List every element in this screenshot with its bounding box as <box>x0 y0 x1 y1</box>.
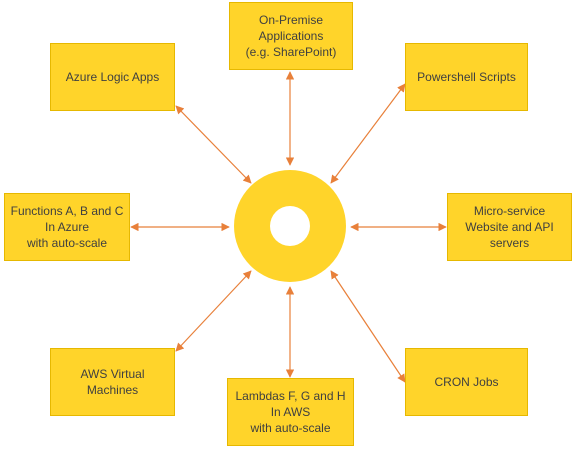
node-label-line: In AWS <box>270 405 311 419</box>
node-microservice: Micro-service Website and API servers <box>447 193 572 261</box>
edge-aws-vm <box>175 270 252 352</box>
node-label-line: with auto-scale <box>26 236 108 250</box>
edge-cron <box>330 270 406 383</box>
node-label-line: Azure Logic Apps <box>65 70 160 84</box>
edge-azure-logic-apps <box>175 105 252 184</box>
node-label-line: In Azure <box>44 220 90 234</box>
node-cron: CRON Jobs <box>405 348 528 416</box>
node-label-line: Machines <box>86 383 139 397</box>
node-label-line: (e.g. SharePoint) <box>245 45 337 59</box>
node-label-line: AWS Virtual <box>80 367 145 381</box>
node-lambdas: Lambdas F, G and H In AWS with auto-scal… <box>227 378 354 446</box>
node-label-line: Functions A, B and C <box>10 204 124 218</box>
node-label-line: servers <box>489 236 530 250</box>
node-label-line: Powershell Scripts <box>417 70 516 84</box>
node-label-line: Lambdas F, G and H <box>235 389 346 403</box>
edge-powershell <box>330 83 406 184</box>
node-label-line: with auto-scale <box>250 421 331 435</box>
node-on-premise: On-Premise Applications (e.g. SharePoint… <box>229 2 353 70</box>
central-hub-hole <box>270 206 310 246</box>
node-label-line: CRON Jobs <box>434 375 499 389</box>
node-label-line: Website and API <box>465 220 554 234</box>
node-aws-vm: AWS Virtual Machines <box>50 348 175 416</box>
node-label-line: Micro-service <box>473 204 546 218</box>
node-azure-logic-apps: Azure Logic Apps <box>50 43 175 111</box>
node-label-line: Applications <box>258 29 324 43</box>
node-label-line: On-Premise <box>258 13 323 27</box>
node-functions: Functions A, B and C In Azure with auto-… <box>4 193 130 261</box>
node-powershell: Powershell Scripts <box>405 43 528 111</box>
central-hub <box>234 170 346 282</box>
